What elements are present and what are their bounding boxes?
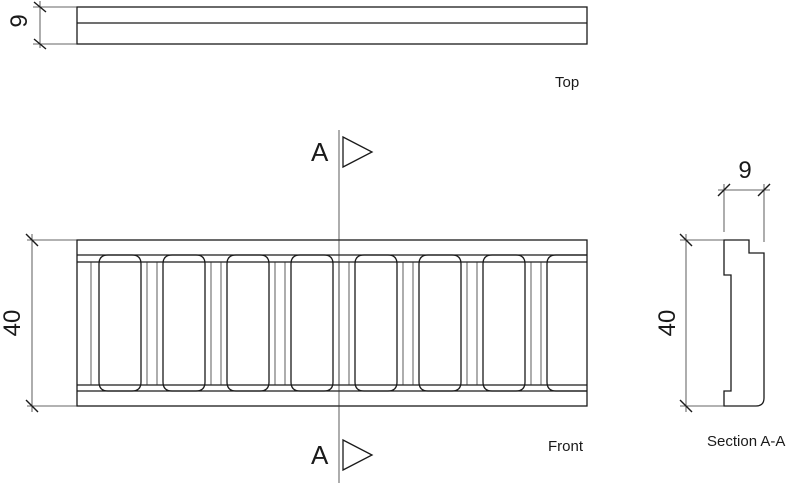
lower-section-letter: A (311, 440, 329, 470)
upper-direction-arrow-icon (342, 135, 374, 169)
section-cut-line: A A (311, 130, 374, 483)
upper-section-letter: A (311, 137, 329, 167)
front-view-label: Front (548, 438, 584, 455)
top-view: 9 Top (6, 1, 588, 91)
front-bead (162, 254, 206, 392)
top-thickness-label: 9 (6, 14, 33, 27)
front-bead (226, 254, 270, 392)
section-height-dimension: 40 (654, 233, 724, 413)
front-bead (354, 254, 398, 392)
front-height-label: 40 (0, 310, 26, 337)
front-bead (98, 254, 142, 392)
front-bead (290, 254, 334, 392)
front-bead (546, 254, 587, 392)
section-height-label: 40 (654, 310, 681, 337)
section-width-label: 9 (738, 157, 751, 184)
top-view-label: Top (555, 74, 579, 91)
section-view: 40 9 Section A-A (654, 157, 785, 450)
lower-direction-arrow-icon (342, 438, 374, 472)
top-view-outline (76, 6, 588, 45)
front-view: 40 Front (0, 233, 588, 455)
front-bead-row (90, 254, 587, 392)
section-profile-outline (723, 239, 765, 407)
section-width-dimension: 9 (717, 157, 771, 242)
top-thickness-dimension: 9 (6, 1, 77, 50)
front-height-dimension: 40 (0, 233, 77, 413)
front-bead (482, 254, 526, 392)
front-bead (418, 254, 462, 392)
front-view-outline (76, 239, 588, 407)
section-view-label: Section A-A (707, 433, 785, 450)
